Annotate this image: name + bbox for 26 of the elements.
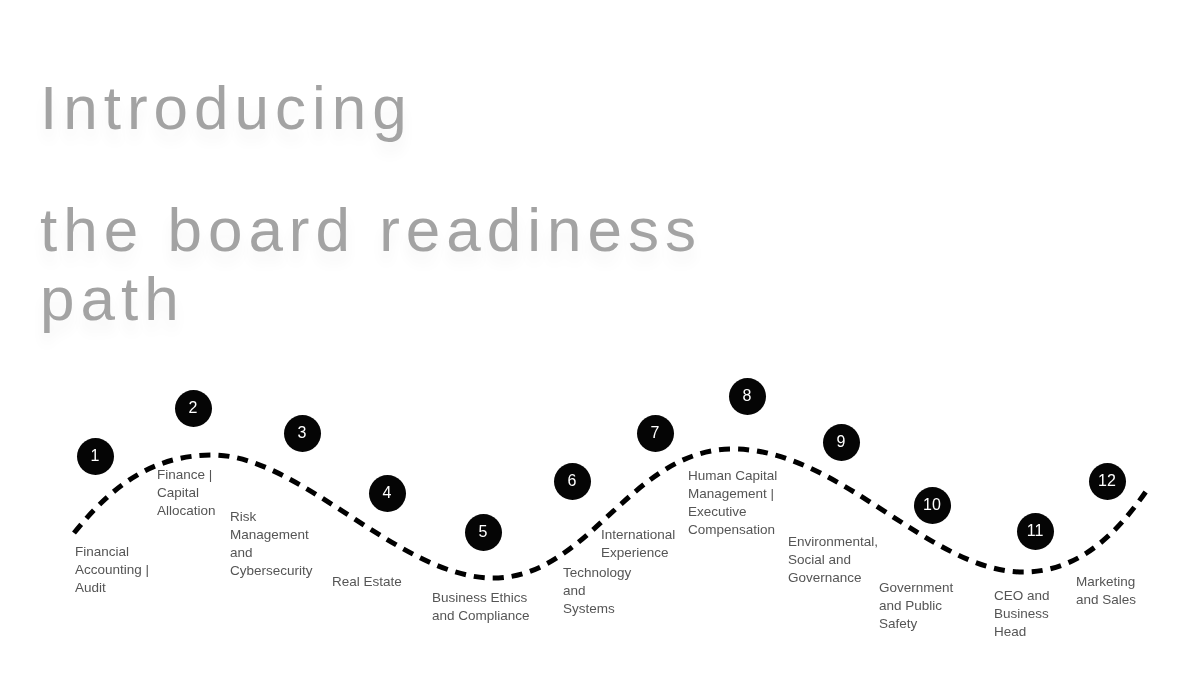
milestone-marker: 1: [76, 437, 114, 475]
page-title: the board readiness path: [40, 195, 704, 333]
milestone-marker: 9: [822, 423, 860, 461]
intro-heading: Introducing: [40, 73, 414, 142]
milestone-marker: 6: [553, 462, 591, 500]
milestone-label: CEO and Business Head: [994, 587, 1051, 641]
milestone-label: Finance | Capital Allocation: [157, 466, 217, 520]
milestone-marker: 10: [913, 486, 951, 524]
milestone-marker: 11: [1016, 512, 1054, 550]
milestone-label: Business Ethics and Compliance: [432, 589, 531, 625]
milestone-label: Human Capital Management | Executive Compensation: [688, 467, 779, 539]
milestone-marker: 3: [283, 414, 321, 452]
milestone-label: Financial Accounting | Audit: [75, 543, 151, 597]
milestone-marker: 4: [368, 474, 406, 512]
milestone-label: Government and Public Safety: [879, 579, 955, 633]
milestone-label: Environmental, Social and Governance: [788, 533, 879, 587]
milestone-marker: 2: [174, 389, 212, 427]
milestone-marker: 7: [636, 414, 674, 452]
milestone-label: International Experience: [601, 526, 677, 562]
milestone-marker: 8: [728, 377, 766, 415]
milestone-label: Technology and Systems: [563, 564, 633, 618]
milestone-marker: 5: [464, 513, 502, 551]
milestone-label: Risk Management and Cybersecurity: [230, 508, 314, 580]
milestone-label: Real Estate: [332, 573, 403, 591]
milestone-label: Marketing and Sales: [1076, 573, 1138, 609]
milestone-marker: 12: [1088, 462, 1126, 500]
